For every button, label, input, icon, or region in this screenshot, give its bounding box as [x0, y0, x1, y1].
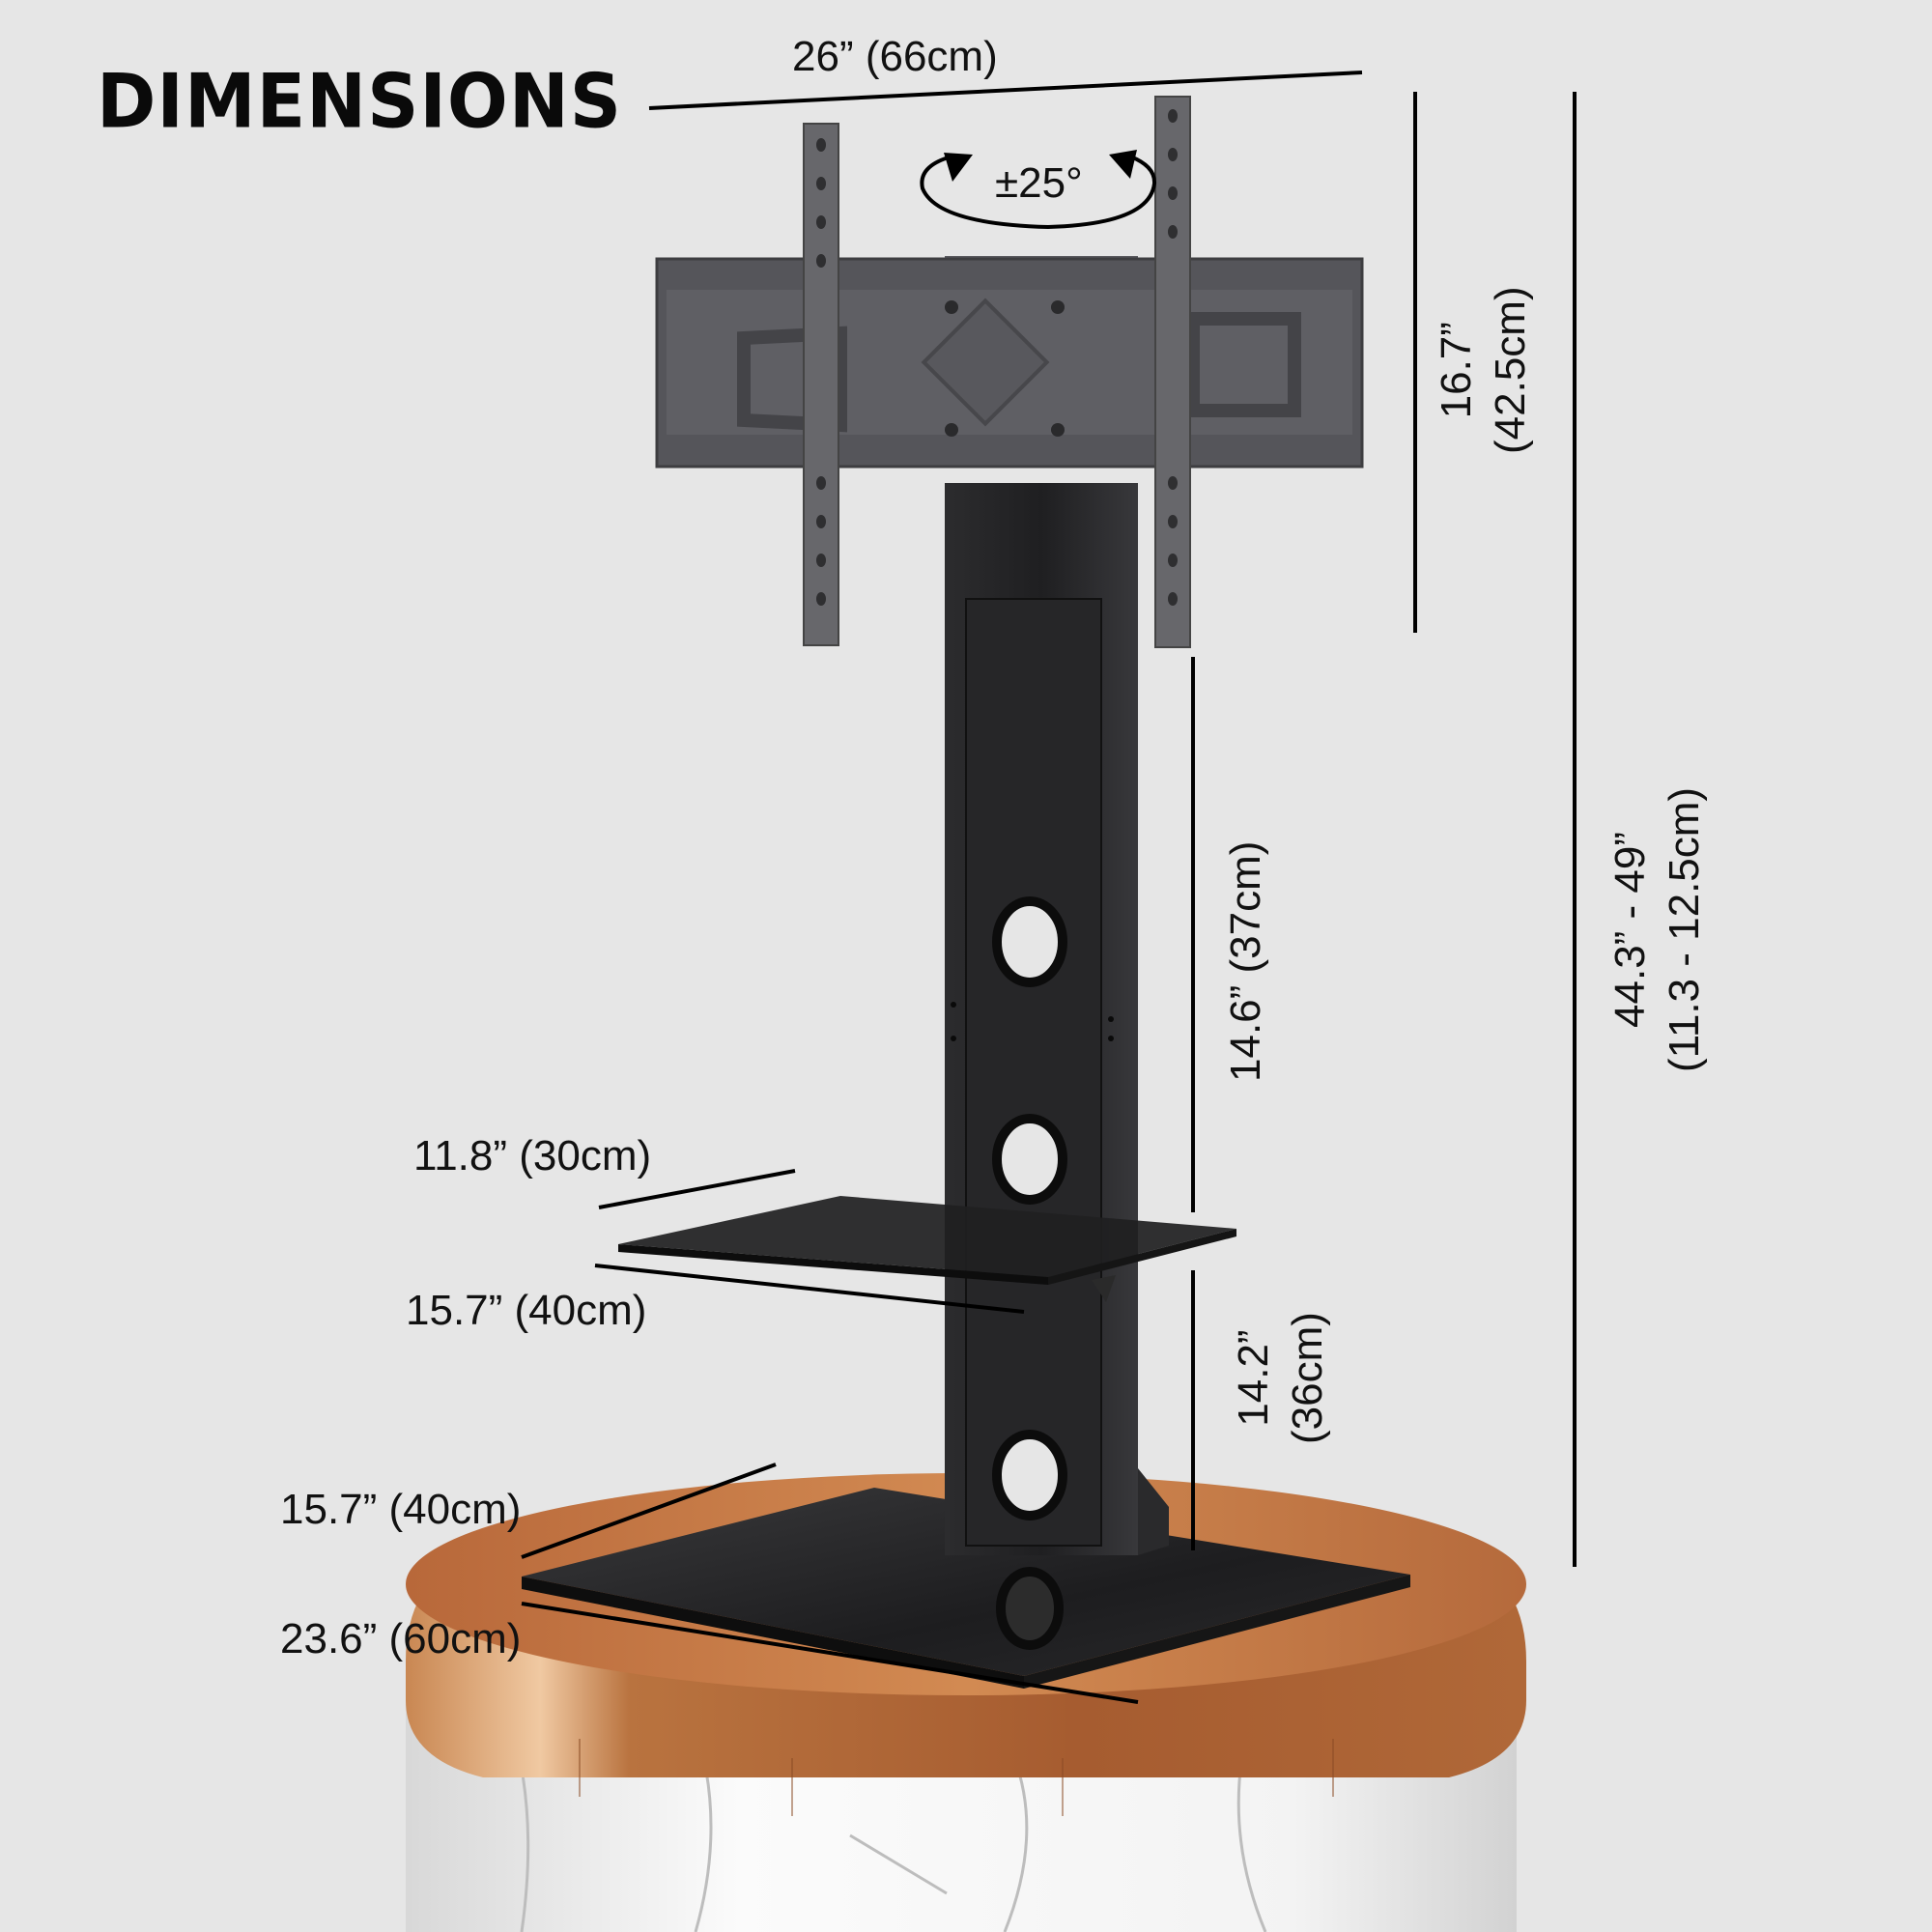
pole-segment-label: 14.6” (37cm): [1222, 840, 1269, 1082]
swivel-arrow-icon: [920, 150, 1157, 230]
total-height-label: 44.3” - 49” (11.3 - 12.5cm): [1606, 786, 1708, 1072]
shelf-width-label: 15.7” (40cm): [406, 1287, 647, 1334]
glass-base: [522, 1488, 1410, 1689]
tv-mount-bracket: [655, 96, 1364, 648]
mount-width-label: 26” (66cm): [792, 33, 998, 80]
swivel-angle-label: ±25°: [995, 159, 1083, 207]
support-pole: [945, 483, 1169, 1650]
shelf-depth-label: 11.8” (30cm): [413, 1132, 652, 1179]
dimension-lines: [521, 71, 1577, 1704]
mount-height-label: 16.7” (42.5cm): [1433, 286, 1534, 454]
glass-shelf: [618, 1196, 1236, 1302]
page-title: DIMENSIONS: [97, 57, 623, 146]
base-depth-label: 15.7” (40cm): [280, 1486, 522, 1533]
shelf-to-base-label: 14.2” (36cm): [1230, 1312, 1331, 1444]
base-width-label: 23.6” (60cm): [280, 1615, 522, 1662]
